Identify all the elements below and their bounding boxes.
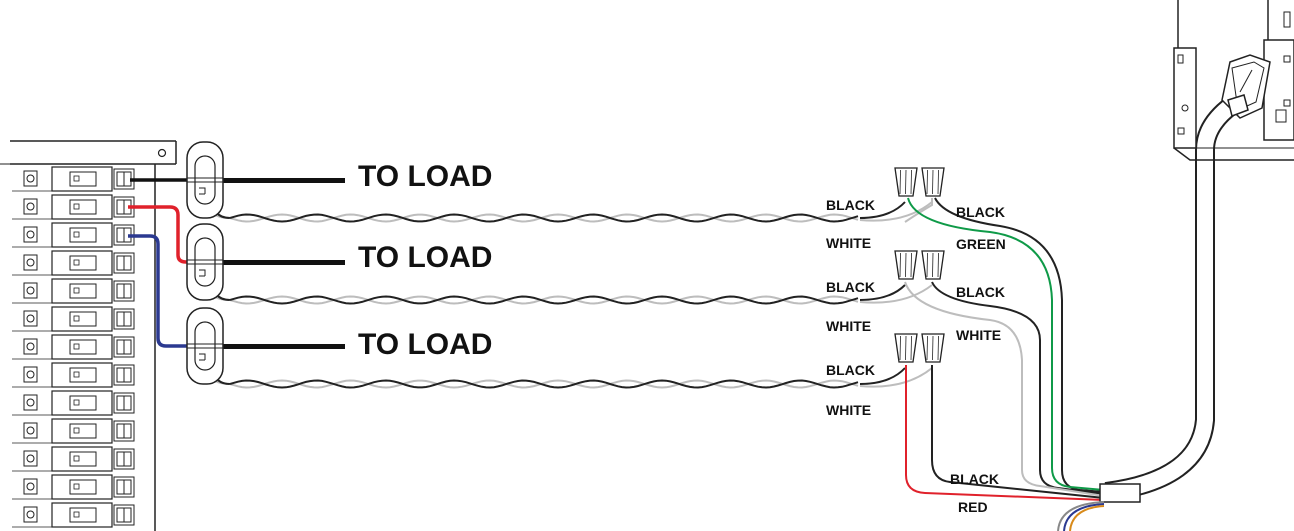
ct1-white-out (904, 198, 933, 223)
wire-nut (921, 167, 945, 197)
breaker-row (12, 334, 135, 360)
meter-enclosure (1173, 0, 1294, 161)
out-black-label-3: BLACK (950, 471, 999, 487)
wire-nut (921, 250, 945, 280)
breaker-row (12, 306, 135, 332)
ct1-black-out (934, 197, 1105, 493)
to-load-label-3: TO LOAD (358, 328, 492, 361)
ct2-white-out (904, 281, 1105, 497)
ct1-black-label: BLACK (826, 197, 875, 213)
wire-color-labels: BLACK WHITE BLACK WHITE BLACK WHITE BLAC… (826, 197, 1006, 515)
cable-exit-gray (1057, 501, 1105, 531)
breaker-row (12, 474, 135, 500)
breaker-row (12, 194, 135, 220)
output-wires (904, 197, 1105, 501)
out-red-label: RED (958, 499, 988, 515)
breaker-row (12, 390, 135, 416)
ct-twisted-leads (205, 195, 933, 389)
breaker-panel (0, 140, 177, 531)
load-conductors (128, 178, 345, 349)
to-load-label-1: TO LOAD (358, 160, 492, 193)
out-black-label-1: BLACK (956, 204, 1005, 220)
to-load-label-2: TO LOAD (358, 241, 492, 274)
red-load-wire (128, 205, 345, 264)
current-transformer-1 (186, 141, 224, 219)
ct3-white-label: WHITE (826, 402, 871, 418)
breaker-row (12, 418, 135, 444)
cable-exit-blue (1063, 503, 1105, 531)
ct2-white-label: WHITE (826, 318, 871, 334)
ct3-red-out (905, 365, 1105, 501)
breaker-rows (12, 166, 135, 528)
breaker-row (12, 362, 135, 388)
ct1-lead-pair (205, 195, 933, 223)
breaker-row (12, 166, 135, 192)
current-transformer-2 (186, 223, 224, 301)
wire-nut (894, 333, 918, 363)
out-black-label-2: BLACK (956, 284, 1005, 300)
ct2-black-label: BLACK (826, 279, 875, 295)
breaker-row (12, 278, 135, 304)
breaker-row (12, 250, 135, 276)
ct2-lead-pair (205, 277, 933, 305)
ct2-black-out (931, 281, 1105, 495)
out-green-label: GREEN (956, 236, 1006, 252)
ct1-white-label: WHITE (826, 235, 871, 251)
cable-exit-orange (1069, 505, 1105, 531)
breaker-row (12, 222, 135, 248)
current-transformers (186, 141, 224, 385)
wire-nut (921, 333, 945, 363)
wire-nuts (894, 167, 945, 363)
wire-nut (894, 250, 918, 280)
blue-load-wire (128, 234, 345, 348)
ct3-black-label: BLACK (826, 362, 875, 378)
ct1-green-out (907, 197, 1105, 491)
meter-cable (1057, 96, 1239, 531)
breaker-row (12, 446, 135, 472)
ct3-black-out (931, 365, 1105, 499)
ct3-lead-pair (205, 361, 933, 389)
wire-nut (894, 167, 918, 197)
current-transformer-3 (186, 307, 224, 385)
breaker-row (12, 502, 135, 528)
out-white-label: WHITE (956, 327, 1001, 343)
